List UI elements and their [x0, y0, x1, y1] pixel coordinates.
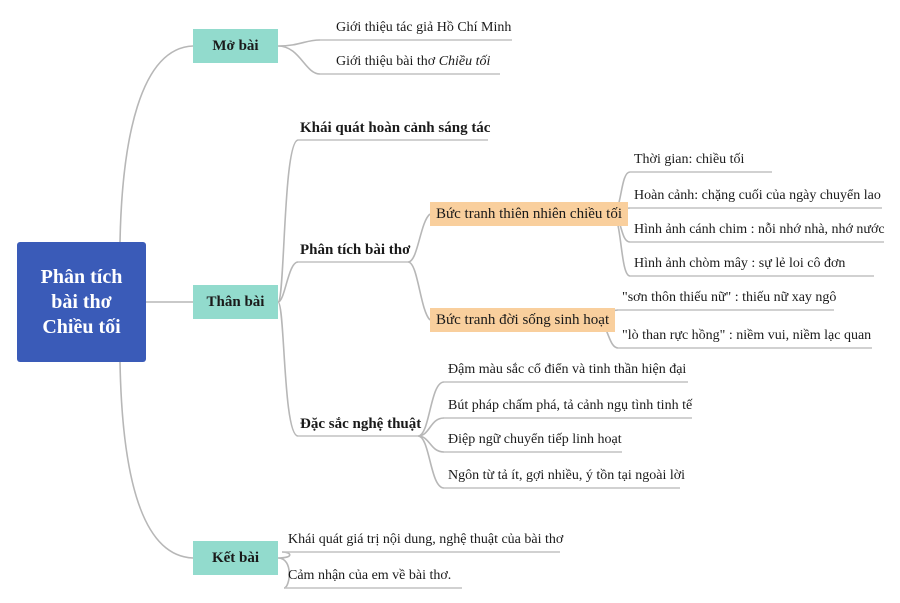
- root-node: Phân tích bài thơ Chiều tối: [17, 242, 146, 362]
- connector-than-bai-subs: [277, 139, 299, 437]
- leaf-mo-bai-2: Giới thiệu bài thơ Chiều tối: [336, 55, 490, 69]
- connector-phan-tich-pictures: [407, 213, 431, 321]
- leaf-thien-nhien-1: Thời gian: chiều tối: [634, 152, 745, 167]
- node-doi-song-label: Bức tranh đời sống sinh hoạt: [436, 311, 610, 328]
- poem-title: Chiều tối: [438, 54, 491, 69]
- connector-root-ket-bai: [119, 361, 194, 559]
- section-mo-bai: Mở bài: [193, 29, 278, 63]
- leaf-nghe-thuat-3: Điệp ngữ chuyển tiếp linh hoạt: [448, 432, 622, 447]
- sub-nghe-thuat: Đặc sắc nghệ thuật: [300, 416, 422, 432]
- section-than-bai: Thân bài: [193, 285, 278, 319]
- leaf-mo-bai-1: Giới thiệu tác giả Hồ Chí Minh: [336, 20, 512, 35]
- leaf-doi-song-2: "lò than rực hồng" : niềm vui, niềm lạc …: [622, 328, 872, 343]
- leaf-nghe-thuat-2: Bút pháp chấm phá, tả cảnh ngụ tình tinh…: [448, 398, 693, 413]
- root-title: Phân tích bài thơ Chiều tối: [40, 265, 123, 338]
- connector-nghe-thuat-leaves: [417, 381, 445, 489]
- leaf-thien-nhien-2: Hoàn cảnh: chặng cuối của ngày chuyển la…: [634, 188, 881, 203]
- section-ket-bai: Kết bài: [193, 541, 278, 575]
- leaf-thien-nhien-3: Hình ảnh cánh chim : nỗi nhớ nhà, nhớ nư…: [634, 222, 885, 237]
- section-mo-bai-label: Mở bài: [212, 37, 259, 54]
- leaf-ket-bai-2: Cảm nhận của em về bài thơ.: [288, 568, 452, 583]
- sub-phan-tich: Phân tích bài thơ: [300, 242, 411, 258]
- leaf-nghe-thuat-1: Đậm màu sắc cổ điển và tinh thần hiện đạ…: [448, 362, 687, 377]
- sub-khai-quat: Khái quát hoàn cảnh sáng tác: [300, 120, 491, 136]
- leaf-ket-bai-1: Khái quát giá trị nội dung, nghệ thuật c…: [288, 532, 564, 547]
- section-ket-bai-label: Kết bài: [211, 549, 260, 566]
- node-thien-nhien-label: Bức tranh thiên nhiên chiều tối: [436, 205, 622, 222]
- leaf-thien-nhien-4: Hình ảnh chòm mây : sự lẻ loi cô đơn: [634, 256, 846, 271]
- node-doi-song: Bức tranh đời sống sinh hoạt: [430, 308, 616, 332]
- leaf-nghe-thuat-4: Ngôn từ tả ít, gợi nhiều, ý tồn tại ngoà…: [448, 468, 686, 483]
- leaf-doi-song-1: "sơn thôn thiếu nữ" : thiếu nữ xay ngô: [622, 290, 837, 305]
- leaf-mo-bai-2-text: Giới thiệu bài thơ: [336, 54, 439, 69]
- section-than-bai-label: Thân bài: [206, 293, 265, 310]
- connector-mo-bai-leaves: [277, 39, 321, 75]
- connector-root-mo-bai: [119, 45, 194, 243]
- node-thien-nhien: Bức tranh thiên nhiên chiều tối: [430, 202, 628, 226]
